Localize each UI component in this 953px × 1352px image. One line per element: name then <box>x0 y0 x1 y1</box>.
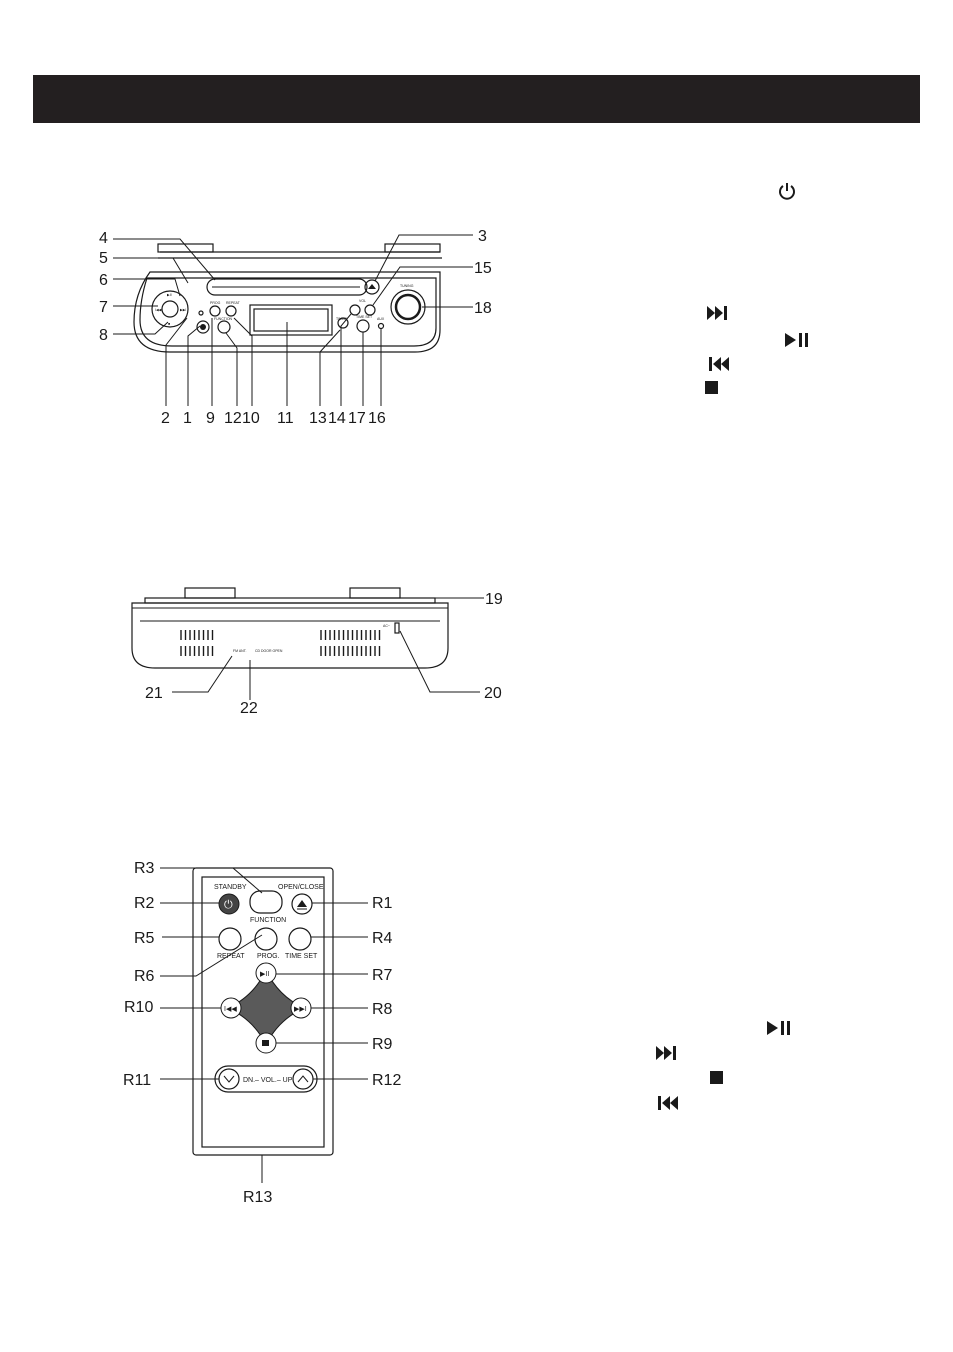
svg-text:▶▶I: ▶▶I <box>180 308 187 312</box>
svg-text:▶II: ▶II <box>260 971 269 978</box>
prev-track-icon <box>708 355 732 373</box>
callout-22: 22 <box>240 700 258 717</box>
svg-text:AUX: AUX <box>377 317 385 321</box>
callout-R6: R6 <box>134 968 155 985</box>
prev-track-icon <box>657 1094 681 1112</box>
callout-12: 12 <box>224 410 242 427</box>
svg-text:CD DOOR OPEN: CD DOOR OPEN <box>255 649 283 653</box>
stop-icon <box>703 379 719 395</box>
svg-text:FUNCTION: FUNCTION <box>250 917 286 924</box>
svg-text:TIME SET: TIME SET <box>356 315 373 319</box>
callout-R10: R10 <box>124 999 153 1016</box>
callout-R8: R8 <box>372 1001 393 1018</box>
callout-2: 2 <box>161 410 170 427</box>
callout-15: 15 <box>474 260 492 277</box>
vent-slots <box>180 630 381 656</box>
callout-13: 13 <box>309 410 327 427</box>
callout-20: 20 <box>484 685 502 702</box>
callout-19: 19 <box>485 591 503 608</box>
svg-text:■: ■ <box>168 322 170 326</box>
callout-4: 4 <box>99 230 108 247</box>
svg-text:PROG.: PROG. <box>257 953 280 960</box>
svg-text:PROG: PROG <box>210 301 221 305</box>
svg-text:REPEAT: REPEAT <box>226 301 241 305</box>
callout-6: 6 <box>99 272 108 289</box>
callout-7: 7 <box>99 299 108 316</box>
callout-R4: R4 <box>372 930 393 947</box>
callout-5: 5 <box>99 250 108 267</box>
svg-text:DN.– VOL.– UP: DN.– VOL.– UP <box>243 1077 293 1084</box>
svg-text:TIME SET: TIME SET <box>285 953 318 960</box>
next-track-icon <box>655 1044 679 1062</box>
svg-text:⏻: ⏻ <box>224 898 233 911</box>
svg-text:AC~: AC~ <box>383 624 390 628</box>
play-pause-icon <box>784 331 810 349</box>
play-pause-icon <box>766 1019 792 1037</box>
callout-R13: R13 <box>243 1189 272 1206</box>
svg-text:FM ANT.: FM ANT. <box>233 649 247 653</box>
svg-text:FUNCTION: FUNCTION <box>214 317 233 321</box>
svg-text:▶II: ▶II <box>167 293 172 297</box>
callout-11: 11 <box>277 410 294 427</box>
callout-R9: R9 <box>372 1036 393 1053</box>
svg-text:TUNING: TUNING <box>400 284 414 288</box>
front-panel-diagram: ▶II I◀◀ ▶▶I ■ PROG REPEAT FUNCTION VOL T… <box>99 228 492 427</box>
svg-text:REPEAT: REPEAT <box>217 953 245 960</box>
bottom-panel-diagram: FM ANT. CD DOOR OPEN AC~ 19 20 21 22 <box>131 587 503 717</box>
callout-16: 16 <box>368 410 386 427</box>
callout-10: 10 <box>242 410 260 427</box>
next-track-icon <box>706 304 730 322</box>
callout-R1: R1 <box>372 895 393 912</box>
stop-icon <box>708 1069 724 1085</box>
callout-R5: R5 <box>134 930 155 947</box>
callout-14: 14 <box>328 410 346 427</box>
callout-R12: R12 <box>372 1072 401 1089</box>
svg-text:OPEN/CLOSE: OPEN/CLOSE <box>278 884 324 891</box>
callout-21: 21 <box>145 685 163 702</box>
section-header-bar <box>33 75 920 123</box>
callout-R2: R2 <box>134 895 155 912</box>
callout-8: 8 <box>99 327 108 344</box>
svg-text:I◀◀: I◀◀ <box>155 308 163 312</box>
callout-R3: R3 <box>134 860 155 877</box>
svg-text:I◀◀: I◀◀ <box>224 1006 237 1013</box>
callout-R11: R11 <box>123 1072 151 1089</box>
remote-diagram: ⏻ STANDBY OPEN/CLOSE FUNCTION REPEAT PRO… <box>123 860 401 1206</box>
callout-3: 3 <box>478 228 487 245</box>
svg-text:TIMER: TIMER <box>336 317 347 321</box>
callout-1: 1 <box>183 410 192 427</box>
svg-text:VOL: VOL <box>359 299 366 303</box>
callout-18: 18 <box>474 300 492 317</box>
power-icon <box>776 180 798 202</box>
callout-R7: R7 <box>372 967 393 984</box>
callout-9: 9 <box>206 410 215 427</box>
svg-text:▶▶I: ▶▶I <box>294 1006 307 1013</box>
svg-text:STANDBY: STANDBY <box>214 884 247 891</box>
callout-17: 17 <box>348 410 366 427</box>
